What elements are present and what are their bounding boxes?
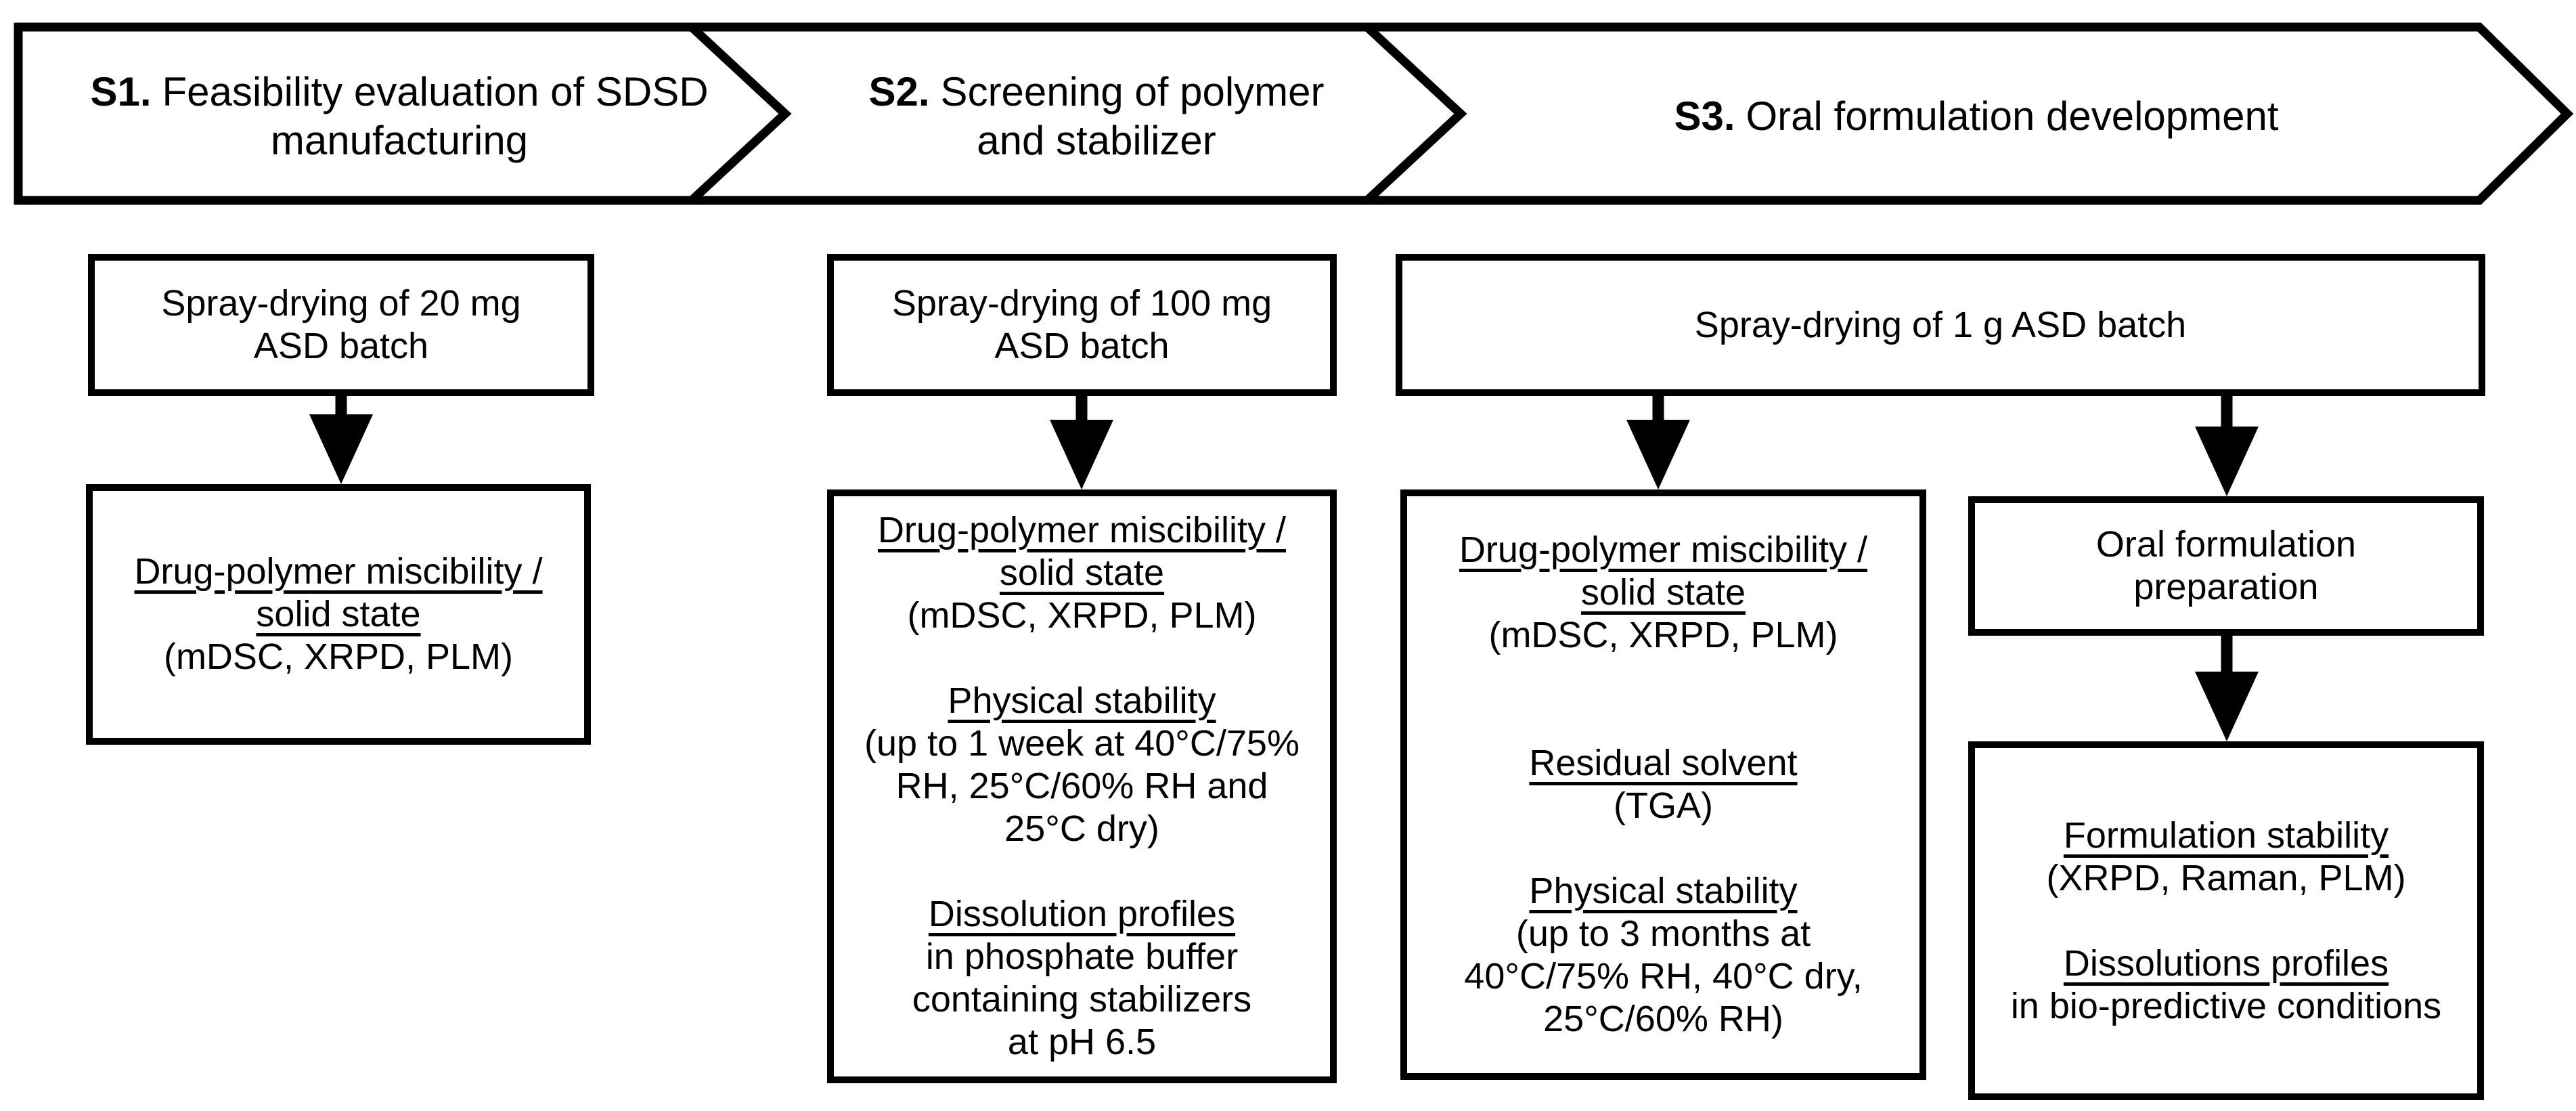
s1-spray-drying-box: Spray-drying of 20 mg ASD batch — [88, 254, 594, 396]
box-line: containing stabilizers — [912, 979, 1252, 1020]
stage-s2-text2: and stabilizer — [977, 118, 1216, 163]
stage-s1-text1: Feasibility evaluation of SDSD — [162, 69, 709, 114]
box-line: ASD batch — [253, 326, 429, 366]
box-line: at pH 6.5 — [1007, 1022, 1157, 1062]
s2-analysis-box: Drug-polymer miscibility / solid state (… — [827, 489, 1337, 1083]
arrow-s3-spray-to-analysis — [1626, 396, 1690, 489]
box-line: (up to 3 months at — [1515, 913, 1811, 954]
stage-s1-title: S1.Feasibility evaluation of SDSD manufa… — [27, 68, 772, 165]
box-line: Drug-polymer miscibility / — [134, 551, 543, 592]
box-line: Physical stability — [948, 680, 1216, 721]
arrow-s3-spray-to-oral-prep — [2195, 396, 2259, 496]
box-line: (TGA) — [1614, 785, 1713, 826]
stage-s3-title: S3.Oral formulation development — [1475, 92, 2477, 141]
box-line: Drug-polymer miscibility / — [877, 510, 1287, 550]
box-line: RH, 25°C/60% RH and — [895, 766, 1268, 806]
box-line: (up to 1 week at 40°C/75% — [864, 723, 1300, 764]
box-line: solid state — [1580, 572, 1746, 613]
arrow-s1-spray-to-analysis — [309, 396, 373, 484]
stage-s1-title-line1: S1.Feasibility evaluation of SDSD — [27, 68, 772, 116]
box-line: preparation — [2133, 567, 2319, 607]
box-line: (mDSC, XRPD, PLM) — [1488, 615, 1838, 655]
box-line: Residual solvent — [1529, 743, 1798, 783]
arrow-oral-prep-to-stability — [2195, 636, 2259, 741]
arrow-s2-spray-to-analysis — [1050, 396, 1113, 489]
box-line: in bio-predictive conditions — [2010, 985, 2442, 1026]
s3-analysis-box: Drug-polymer miscibility / solid state (… — [1400, 489, 1926, 1080]
oral-formulation-preparation-box: Oral formulation preparation — [1968, 496, 2484, 636]
stage-s3-title-line1: S3.Oral formulation development — [1475, 92, 2477, 141]
box-line: (mDSC, XRPD, PLM) — [163, 636, 514, 677]
box-line: in phosphate buffer — [925, 936, 1239, 977]
box-line: Spray-drying of 1 g ASD batch — [1694, 304, 2187, 345]
stage-s2-text1: Screening of polymer — [940, 69, 1325, 114]
box-line: Oral formulation — [2095, 524, 2357, 565]
box-line: 40°C/75% RH, 40°C dry, — [1464, 956, 1863, 997]
stage-s2-title: S2.Screening of polymer and stabilizer — [772, 68, 1421, 165]
box-line: Spray-drying of 20 mg — [161, 283, 521, 324]
formulation-stability-box: Formulation stability (XRPD, Raman, PLM)… — [1968, 741, 2484, 1100]
box-line: solid state — [999, 552, 1165, 593]
stage-s1-text2: manufacturing — [270, 118, 529, 163]
box-line: solid state — [256, 594, 421, 634]
box-line: Physical stability — [1529, 871, 1798, 911]
box-line: Spray-drying of 100 mg — [891, 283, 1272, 324]
box-line: ASD batch — [994, 326, 1170, 366]
stage-s2-prefix: S2. — [868, 69, 930, 114]
stage-s3-text1: Oral formulation development — [1746, 93, 2279, 139]
box-line: Drug-polymer miscibility / — [1459, 529, 1868, 570]
box-line: 25°C/60% RH) — [1543, 999, 1783, 1039]
stage-s3-prefix: S3. — [1674, 93, 1735, 139]
stage-s3-chevron — [1356, 22, 2574, 205]
stage-s2-title-line1: S2.Screening of polymer — [772, 68, 1421, 116]
stage-s1-prefix: S1. — [90, 69, 152, 114]
box-line: Dissolution profiles — [928, 894, 1236, 934]
s3-spray-drying-box: Spray-drying of 1 g ASD batch — [1396, 254, 2485, 396]
box-line: Formulation stability — [2063, 814, 2389, 856]
s2-spray-drying-box: Spray-drying of 100 mg ASD batch — [827, 254, 1337, 396]
box-line: Dissolutions profiles — [2063, 942, 2389, 984]
s1-analysis-box: Drug-polymer miscibility / solid state (… — [86, 484, 591, 745]
box-line: (XRPD, Raman, PLM) — [2046, 857, 2406, 898]
box-line: 25°C dry) — [1004, 808, 1159, 849]
box-line: (mDSC, XRPD, PLM) — [907, 595, 1257, 636]
